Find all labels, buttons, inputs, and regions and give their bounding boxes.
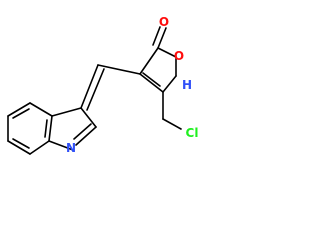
bond-skeleton: [7, 26, 182, 155]
bond-ch2-cl: [162, 118, 182, 130]
bond-c6-c7: [7, 140, 31, 155]
bond-c4-c5: [139, 47, 159, 75]
bond-n-c3: [162, 75, 177, 93]
bond-n1-c7a: [48, 140, 74, 151]
atom-labels: O O H N Cl: [66, 15, 198, 155]
bond-c5-o-ring: [157, 47, 177, 58]
bond-methine-c3-indole: [80, 64, 99, 109]
molecule-structure-diagram: O O H N Cl: [7, 15, 198, 155]
bond-c3-c2: [80, 107, 97, 128]
bond-c4-c5: [7, 102, 31, 117]
atom-o-carbonyl: O: [159, 15, 169, 29]
bond-c3a-c4: [29, 102, 53, 117]
bond-c4-methine: [97, 64, 141, 75]
bond-c5-carbonyl-o-double: [152, 26, 161, 46]
bond-c7a-c3a: [48, 115, 53, 142]
bond-c7a-c3a-inner: [44, 119, 48, 138]
bond-c7-c7a: [29, 140, 50, 155]
atom-n-h: H: [182, 78, 192, 92]
bond-c2-n1-double: [73, 123, 92, 140]
bond-c3-c4: [139, 73, 164, 93]
atom-chlorine: Cl: [186, 126, 199, 140]
bond-c3a-c3: [51, 107, 82, 117]
bond-c2-n1: [75, 126, 97, 146]
bond-c6-c7-double: [12, 138, 30, 149]
bond-c3-c4-double: [142, 72, 161, 87]
atom-n-ring: N: [66, 141, 76, 155]
atom-o-ring: O: [174, 49, 184, 63]
bond-c4-c5-double: [12, 108, 30, 119]
bond-methine-c3-indole-double: [86, 68, 105, 111]
bond-c5-carbonyl-o: [157, 27, 167, 49]
